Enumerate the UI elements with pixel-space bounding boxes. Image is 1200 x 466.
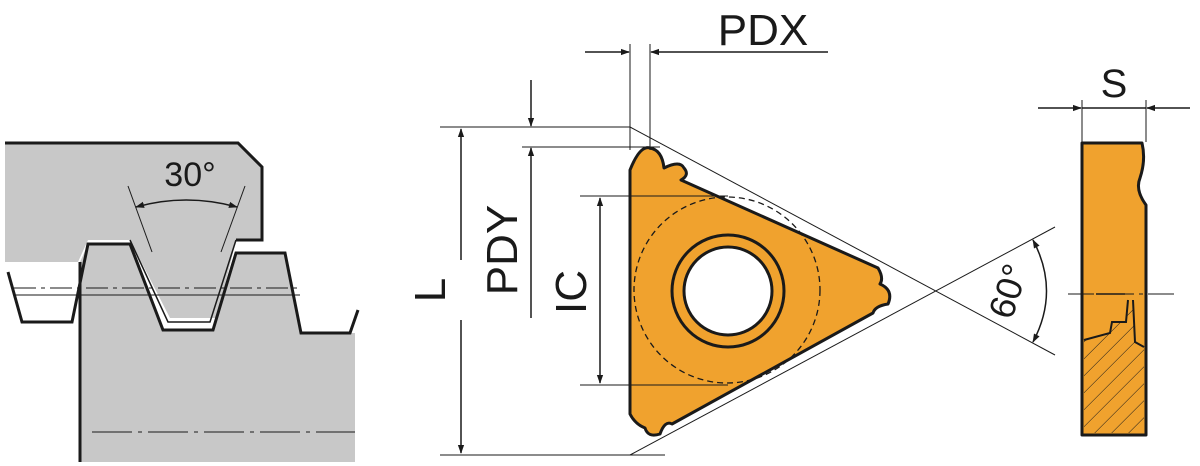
s-label: S — [1101, 62, 1128, 106]
pdx-label: PDX — [718, 6, 808, 55]
insert-top-view: PDX PDY L IC 60° — [406, 6, 1056, 456]
ic-label: IC — [547, 270, 596, 314]
thread-angle-label: 30° — [164, 156, 215, 194]
angle-ray-upper — [629, 126, 1056, 356]
inner-thread-outline — [129, 239, 237, 323]
insert-side-view: S — [1038, 62, 1190, 437]
thread-outline — [6, 242, 360, 335]
pdy-label: PDY — [478, 205, 527, 295]
side-hatch-outline — [1083, 299, 1145, 348]
side-hatch — [1084, 300, 1144, 433]
upper-body — [5, 143, 262, 318]
angle-ext-right — [220, 185, 246, 253]
insert-angle-arc — [1032, 239, 1048, 343]
hole-inner — [682, 245, 774, 337]
lower-body — [80, 244, 355, 462]
inscribed-circle-dashed — [633, 196, 821, 384]
angle-ray-lower — [629, 226, 1056, 456]
thread-profile-view: 30° — [5, 141, 360, 462]
insert-angle-label: 60° — [980, 259, 1036, 323]
thread-angle-arc — [135, 199, 238, 208]
upper-outline — [5, 141, 264, 242]
angle-ext-left — [127, 185, 153, 253]
l-label: L — [406, 278, 455, 302]
